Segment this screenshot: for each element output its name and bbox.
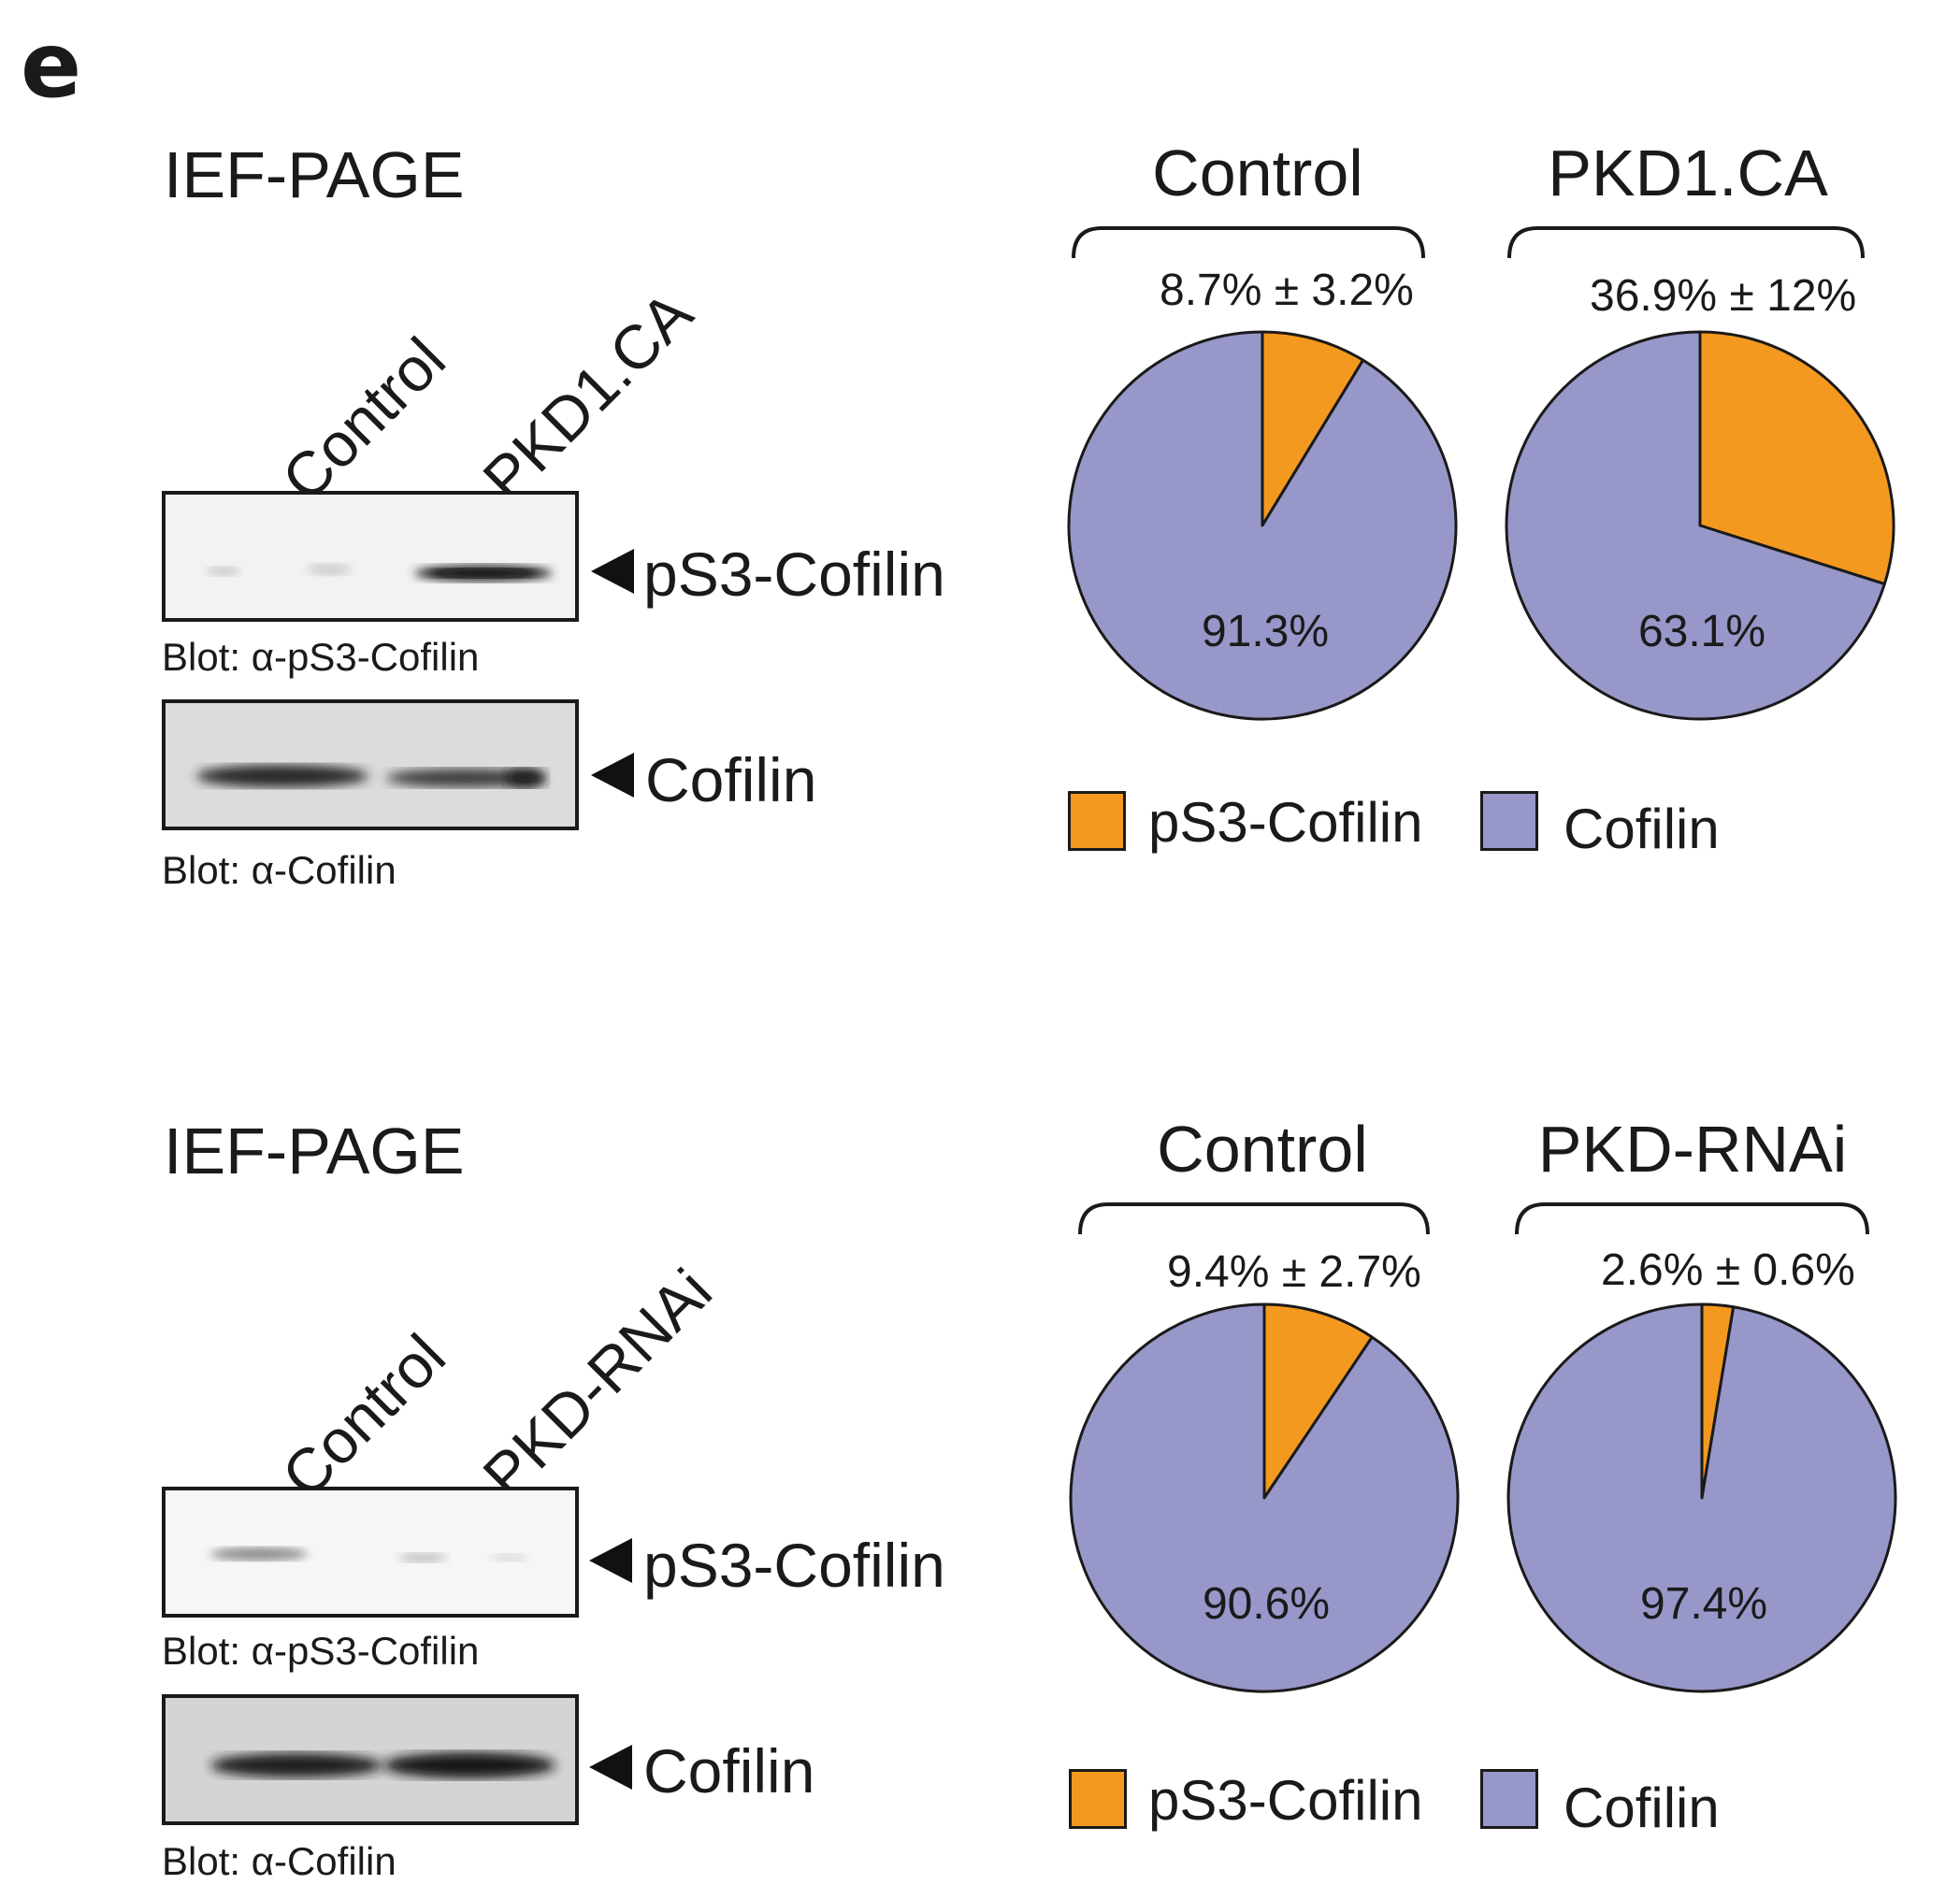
panel-label: e [21,13,82,118]
pie-chart-pkd-rnai [1506,1302,1897,1693]
pie-slice-pS3-cofilin [1261,330,1365,527]
bracket-pkd1ca [1507,226,1865,259]
bracket-control-top [1072,226,1425,259]
legend-label-pS3-top: pS3-Cofilin [1148,791,1423,854]
blot-caption-pS3-top: Blot: α-pS3-Cofilin [162,635,480,679]
pie-slice-cofilin [1506,1302,1897,1693]
pie-slice-cofilin [1067,330,1458,721]
blot-image [196,765,546,787]
pie-label-large-2: 90.6% [1202,1579,1331,1629]
arrow-left-icon [589,1538,632,1583]
blot-caption-cofilin-top: Blot: α-Cofilin [162,848,396,892]
legend-label-pS3-bottom: pS3-Cofilin [1148,1769,1423,1832]
legend-swatch-cofilin-top [1480,791,1538,851]
blot-cofilin-top [162,699,579,830]
blot-pS3-cofilin-top [162,491,579,622]
pie-chart-pkd1ca [1505,330,1895,721]
pie-chart-control-top [1067,330,1458,721]
method-title-bottom: IEF-PAGE [164,1115,465,1187]
legend-label-cofilin-top: Cofilin [1564,798,1720,860]
pie-label-large-3: 97.4% [1639,1579,1768,1629]
arrow-left-icon [589,1745,632,1790]
pie-chart-control-bottom [1069,1302,1460,1693]
pie-label-large-0: 91.3% [1201,607,1330,656]
blot-cofilin-bottom [162,1694,579,1825]
pie-slice-cofilin [1069,1302,1460,1693]
legend-label-cofilin-bottom: Cofilin [1564,1777,1720,1839]
band-label-cofilin-bottom: Cofilin [643,1736,815,1805]
pie-title-pkd1ca: PKD1.CA [1548,137,1828,209]
blot-image [210,1752,555,1778]
blot-image [210,1547,528,1562]
pie-title-control-bottom: Control [1157,1113,1368,1186]
blot-pS3-cofilin-bottom [162,1487,579,1618]
pie-slice-pS3-cofilin [1262,1302,1374,1500]
pie-label-large-1: 63.1% [1637,607,1766,656]
pie-label-small-2: 9.4% ± 2.7% [1167,1247,1421,1297]
band-label-pS3-cofilin-bottom: pS3-Cofilin [643,1531,945,1600]
pie-title-control-top: Control [1152,137,1363,209]
blot-image [207,564,553,582]
pie-slice-pS3-cofilin [1698,330,1895,586]
legend-swatch-cofilin-bottom [1480,1769,1538,1829]
arrow-left-icon [591,549,634,594]
bracket-control-bottom [1078,1202,1430,1235]
band-label-pS3-cofilin-top: pS3-Cofilin [643,539,945,609]
pie-label-small-1: 36.9% ± 12% [1590,271,1857,321]
blot-caption-cofilin-bottom: Blot: α-Cofilin [162,1839,396,1883]
bracket-pkd-rnai [1515,1202,1869,1235]
method-title-top: IEF-PAGE [164,138,465,211]
pie-slice-cofilin [1505,330,1886,721]
arrow-left-icon [591,753,634,798]
legend-swatch-pS3-top [1068,791,1126,851]
pie-title-pkd-rnai: PKD-RNAi [1537,1113,1848,1186]
blot-caption-pS3-bottom: Blot: α-pS3-Cofilin [162,1629,480,1673]
pie-label-small-0: 8.7% ± 3.2% [1160,266,1414,315]
band-label-cofilin-top: Cofilin [645,745,817,814]
pie-label-small-3: 2.6% ± 0.6% [1601,1245,1855,1295]
legend-swatch-pS3-bottom [1069,1769,1127,1829]
